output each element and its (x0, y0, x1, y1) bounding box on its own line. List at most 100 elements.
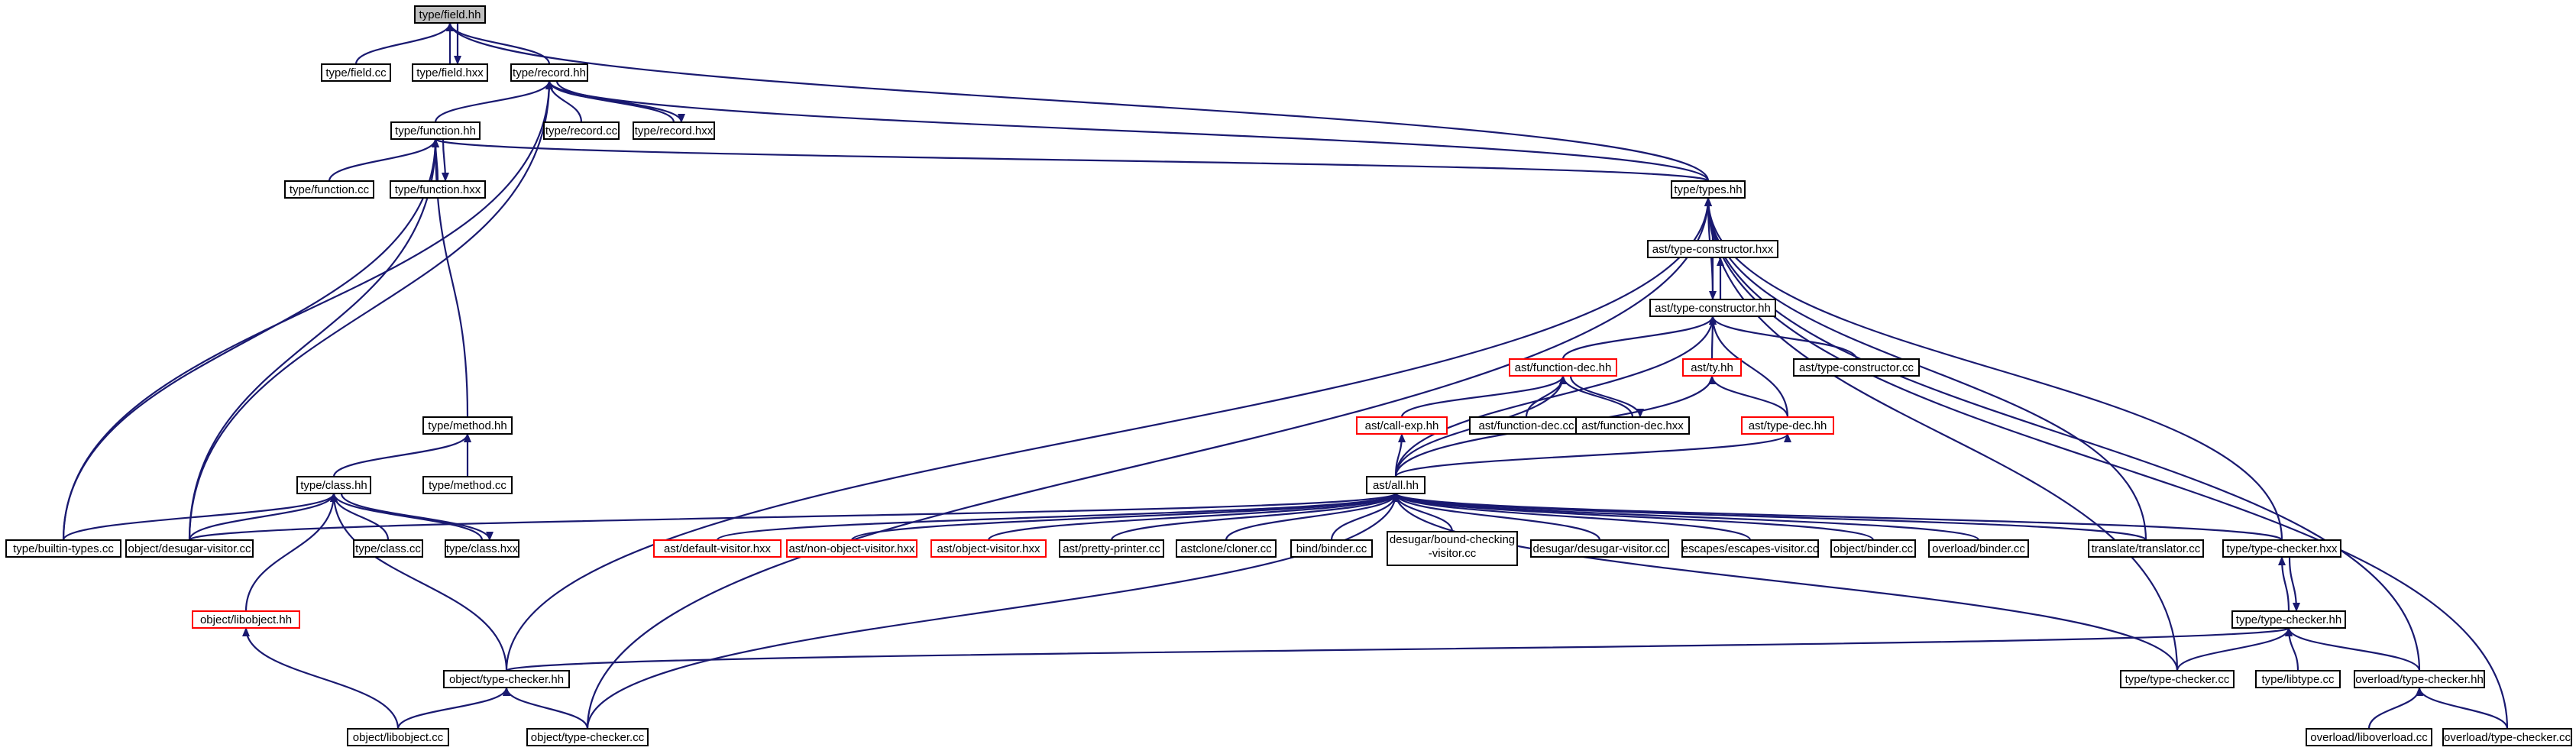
node-ast-function-dec-hxx[interactable]: ast/function-dec.hxx (1575, 416, 1690, 435)
node-label: type/record.cc (545, 125, 618, 138)
node-ast-ty-hh[interactable]: ast/ty.hh (1682, 358, 1742, 377)
edge-overload-type-checker-hh-to-type-types-hh (1704, 197, 2421, 671)
node-type-types-hh[interactable]: type/types.hh (1671, 180, 1746, 199)
node-box (2222, 539, 2341, 558)
node-label: type/field.cc (325, 66, 387, 79)
node-box (414, 5, 486, 24)
edge-overload-binder-cc-to-ast-all-hh (1392, 492, 1980, 542)
node-type-method-hh[interactable]: type/method.hh (422, 416, 513, 435)
edge-overload-type-checker-cc-to-overload-type-checker-hh (2416, 687, 2509, 730)
node-type-function-cc[interactable]: type/function.cc (284, 180, 374, 199)
node-label: type/field.hxx (416, 66, 484, 79)
node-box (1647, 240, 1778, 258)
node-label: desugar/bound-checking (1390, 533, 1515, 546)
node-overload-type-checker-cc[interactable]: overload/type-checker.cc (2442, 728, 2572, 746)
edge-layer (62, 22, 2509, 730)
node-ast-type-dec-hh[interactable]: ast/type-dec.hh (1741, 416, 1834, 435)
node-label: type/record.hxx (635, 125, 714, 138)
node-label: ast/all.hh (1373, 479, 1419, 492)
node-label: ast/non-object-visitor.hxx (788, 542, 915, 555)
node-box (390, 121, 481, 140)
node-object-desugar-visitor-cc[interactable]: object/desugar-visitor.cc (125, 539, 254, 558)
node-object-type-checker-cc[interactable]: object/type-checker.cc (526, 728, 649, 746)
edge-type-types-hh-to-type-function-hh (432, 138, 1710, 183)
node-ast-type-constructor-hxx[interactable]: ast/type-constructor.hxx (1647, 240, 1778, 258)
node-box (1649, 299, 1776, 317)
node-object-libobject-hh[interactable]: object/libobject.hh (192, 610, 300, 629)
edge-object-libobject-cc-to-object-type-checker-hh (396, 687, 510, 730)
edge-type-record-hh-to-type-record-hxx (555, 80, 685, 123)
node-ast-default-visitor-hxx[interactable]: ast/default-visitor.hxx (653, 539, 782, 558)
node-label: translate/translator.cc (2092, 542, 2201, 555)
node-label: ast/type-dec.hh (1749, 419, 1827, 432)
edge-ast-non-object-visitor-hxx-to-ast-all-hh (850, 492, 1400, 542)
node-type-class-hxx[interactable]: type/class.hxx (445, 539, 519, 558)
node-label: type/class.hxx (446, 542, 519, 555)
node-label: bind/binder.cc (1296, 542, 1367, 555)
node-type-record-hxx[interactable]: type/record.hxx (633, 121, 715, 140)
node-object-libobject-cc[interactable]: object/libobject.cc (347, 728, 449, 746)
edge-ast-type-constructor-cc-to-ast-type-constructor-hh (1709, 316, 1858, 360)
node-type-field-cc[interactable]: type/field.cc (321, 63, 391, 82)
node-ast-all-hh[interactable]: ast/all.hh (1366, 476, 1426, 494)
edge-type-function-hh-to-type-function-hxx (441, 138, 449, 182)
node-label: overload/type-checker.hh (2355, 673, 2484, 686)
node-box (1671, 180, 1746, 199)
edge-object-type-checker-cc-to-type-types-hh (586, 197, 1712, 730)
node-ast-object-visitor-hxx[interactable]: ast/object-visitor.hxx (930, 539, 1047, 558)
node-box (2088, 539, 2204, 558)
node-box (412, 63, 488, 82)
node-object-type-checker-hh[interactable]: object/type-checker.hh (443, 670, 570, 688)
node-box (930, 539, 1047, 558)
edge-overload-type-checker-cc-to-type-types-hh (1704, 197, 2509, 730)
node-type-type-checker-cc[interactable]: type/type-checker.cc (2120, 670, 2235, 688)
node-type-function-hxx[interactable]: type/function.hxx (390, 180, 486, 199)
node-type-field-hxx[interactable]: type/field.hxx (412, 63, 488, 82)
node-type-field-hh[interactable]: type/field.hh (414, 5, 486, 24)
edge-ast-all-hh-to-ast-type-dec-hh (1394, 432, 1791, 478)
node-ast-type-constructor-cc[interactable]: ast/type-constructor.cc (1793, 358, 1920, 377)
edge-ast-function-dec-hh-to-ast-function-dec-hxx (1569, 375, 1644, 418)
node-overload-binder-cc[interactable]: overload/binder.cc (1928, 539, 2029, 558)
node-type-builtin-types-cc[interactable]: type/builtin-types.cc (5, 539, 121, 558)
node-type-method-cc[interactable]: type/method.cc (422, 476, 513, 494)
node-label: type/function.cc (290, 183, 370, 196)
node-type-type-checker-hxx[interactable]: type/type-checker.hxx (2222, 539, 2341, 558)
node-type-class-cc[interactable]: type/class.cc (353, 539, 423, 558)
node-box (2306, 728, 2432, 746)
node-desugar-bound-checking-visitor-cc[interactable]: desugar/bound-checking-visitor.cc (1387, 531, 1518, 566)
node-ast-type-constructor-hh[interactable]: ast/type-constructor.hh (1649, 299, 1776, 317)
node-ast-pretty-printer-cc[interactable]: ast/pretty-printer.cc (1059, 539, 1164, 558)
node-label: ast/default-visitor.hxx (664, 542, 772, 555)
edge-object-type-checker-cc-to-object-type-checker-hh (503, 687, 589, 730)
edge-object-libobject-cc-to-object-libobject-hh (242, 627, 400, 730)
node-desugar-desugar-visitor-cc[interactable]: desugar/desugar-visitor.cc (1530, 539, 1669, 558)
node-box (422, 416, 513, 435)
node-label: type/type-checker.cc (2125, 673, 2230, 686)
node-box (1366, 476, 1426, 494)
node-type-class-hh[interactable]: type/class.hh (296, 476, 371, 494)
node-type-record-hh[interactable]: type/record.hh (510, 63, 588, 82)
node-type-function-hh[interactable]: type/function.hh (390, 121, 481, 140)
node-overload-type-checker-hh[interactable]: overload/type-checker.hh (2354, 670, 2485, 688)
edge-escapes-escapes-visitor-cc-to-ast-all-hh (1392, 493, 1752, 541)
node-escapes-escapes-visitor-cc[interactable]: escapes/escapes-visitor.cc (1681, 539, 1819, 558)
node-ast-function-dec-hh[interactable]: ast/function-dec.hh (1509, 358, 1617, 377)
node-ast-non-object-visitor-hxx[interactable]: ast/non-object-visitor.hxx (786, 539, 917, 558)
node-box (1059, 539, 1164, 558)
node-object-binder-cc[interactable]: object/binder.cc (1830, 539, 1916, 558)
node-translate-translator-cc[interactable]: translate/translator.cc (2088, 539, 2204, 558)
node-type-libtype-cc[interactable]: type/libtype.cc (2255, 670, 2341, 688)
node-label: astclone/cloner.cc (1180, 542, 1272, 555)
node-box (1387, 531, 1518, 566)
node-astclone-cloner-cc[interactable]: astclone/cloner.cc (1176, 539, 1277, 558)
node-ast-call-exp-hh[interactable]: ast/call-exp.hh (1356, 416, 1448, 435)
edge-type-class-hxx-to-type-class-hh (330, 493, 484, 541)
node-overload-liboverload-cc[interactable]: overload/liboverload.cc (2306, 728, 2432, 746)
node-ast-function-dec-cc[interactable]: ast/function-dec.cc (1469, 416, 1584, 435)
edge-translate-translator-cc-to-type-types-hh (1704, 197, 2147, 541)
node-type-type-checker-hh[interactable]: type/type-checker.hh (2231, 610, 2346, 629)
node-label: ast/type-constructor.hxx (1652, 243, 1774, 256)
node-type-record-cc[interactable]: type/record.cc (543, 121, 620, 140)
node-bind-binder-cc[interactable]: bind/binder.cc (1290, 539, 1373, 558)
